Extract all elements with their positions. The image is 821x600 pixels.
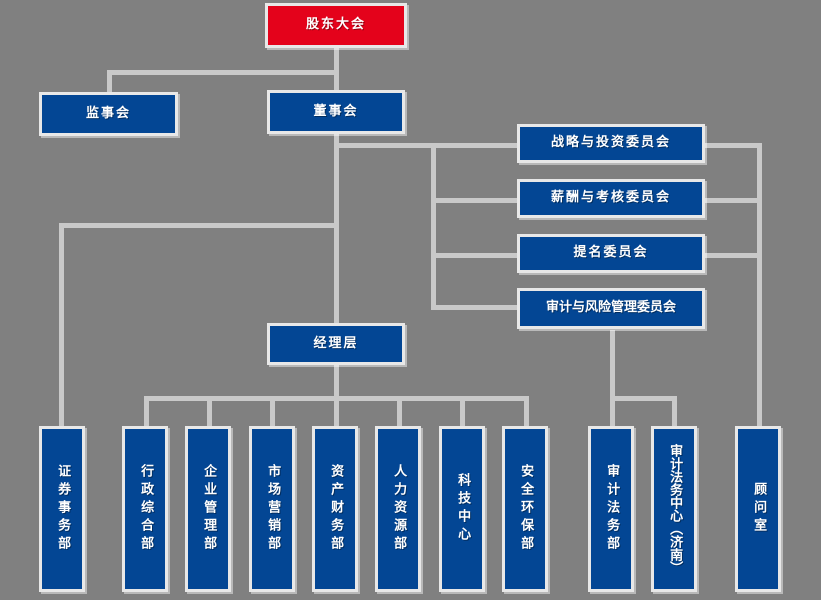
connector-securities-branch-v (59, 223, 64, 428)
node-dept-enterprise-management[interactable]: 企业管理部 (185, 426, 231, 592)
connector-board-to-committee-trunk (334, 143, 434, 148)
connector-committee-strategy (431, 143, 519, 148)
node-label: 经理层 (313, 335, 359, 351)
node-strategy-committee[interactable]: 战略与投资委员会 (517, 124, 705, 163)
node-dept-securities-affairs[interactable]: 证券事务部 (39, 426, 85, 592)
connector-audit-split (610, 396, 677, 401)
node-label: 安全环保部 (518, 464, 534, 554)
node-dept-audit-legal-center-jinan[interactable]: 审计法务中心（济南） (651, 426, 697, 592)
node-label: 顾问室 (751, 482, 767, 536)
node-label: 股东大会 (305, 17, 366, 33)
connector-dept-drop-hr (397, 396, 402, 428)
node-dept-asset-finance[interactable]: 资产财务部 (312, 426, 358, 592)
connector-audit-down (610, 330, 615, 428)
node-compensation-committee[interactable]: 薪酬与考核委员会 (517, 179, 705, 218)
node-dept-marketing[interactable]: 市场营销部 (249, 426, 295, 592)
connector-dept-drop-enterprise (207, 396, 212, 428)
node-label: 审计法务部 (604, 464, 620, 554)
connector-top-bar (107, 70, 337, 75)
connector-supervisory-drop (107, 70, 112, 92)
connector-right-strategy (702, 143, 760, 148)
connector-dept-drop-asset (334, 396, 339, 428)
connector-dept-drop-marketing (270, 396, 275, 428)
node-label: 资产财务部 (328, 464, 344, 554)
node-board-of-directors[interactable]: 董事会 (267, 90, 405, 134)
node-nomination-committee[interactable]: 提名委员会 (517, 234, 705, 273)
connector-committee-compensation (431, 198, 519, 203)
node-label: 薪酬与考核委员会 (550, 190, 671, 206)
node-label: 审计与风险管理委员会 (545, 300, 676, 316)
connector-committee-audit (431, 305, 519, 310)
connector-board-to-management (334, 132, 339, 325)
node-label: 人力资源部 (391, 464, 407, 554)
node-dept-administration[interactable]: 行政综合部 (122, 426, 168, 592)
connector-securities-branch-h (59, 223, 337, 228)
node-label: 行政综合部 (138, 464, 154, 554)
connector-dept-drop-administration (144, 396, 149, 428)
node-label: 证券事务部 (55, 464, 71, 554)
node-label: 董事会 (313, 103, 359, 119)
connector-audit-center-drop (672, 396, 677, 428)
node-dept-human-resources[interactable]: 人力资源部 (375, 426, 421, 592)
connector-dept-drop-safety (524, 396, 529, 428)
node-management-layer[interactable]: 经理层 (267, 323, 405, 365)
node-dept-technology-center[interactable]: 科技中心 (439, 426, 485, 592)
connector-root-stem (334, 48, 339, 72)
node-dept-safety-environment[interactable]: 安全环保部 (502, 426, 548, 592)
connector-committee-nomination (431, 253, 519, 258)
node-label: 提名委员会 (573, 245, 649, 261)
node-supervisory-board[interactable]: 监事会 (39, 92, 178, 136)
connector-right-nomination (702, 253, 760, 258)
node-audit-risk-committee[interactable]: 审计与风险管理委员会 (517, 288, 705, 329)
node-advisory-office[interactable]: 顾问室 (735, 426, 781, 592)
node-label: 企业管理部 (201, 464, 217, 554)
node-label: 战略与投资委员会 (550, 135, 671, 151)
node-dept-audit-legal[interactable]: 审计法务部 (588, 426, 634, 592)
connector-management-stem (334, 365, 339, 398)
connector-board-drop (334, 70, 339, 92)
node-label: 监事会 (85, 105, 131, 121)
node-label: 市场营销部 (265, 464, 281, 554)
node-label: 审计法务中心（济南） (667, 444, 683, 574)
connector-right-compensation (702, 198, 760, 203)
connector-committee-trunk (431, 143, 436, 308)
node-shareholders-meeting[interactable]: 股东大会 (265, 3, 407, 48)
connector-dept-drop-tech (460, 396, 465, 428)
connector-right-trunk (757, 143, 762, 428)
node-label: 科技中心 (455, 473, 471, 545)
